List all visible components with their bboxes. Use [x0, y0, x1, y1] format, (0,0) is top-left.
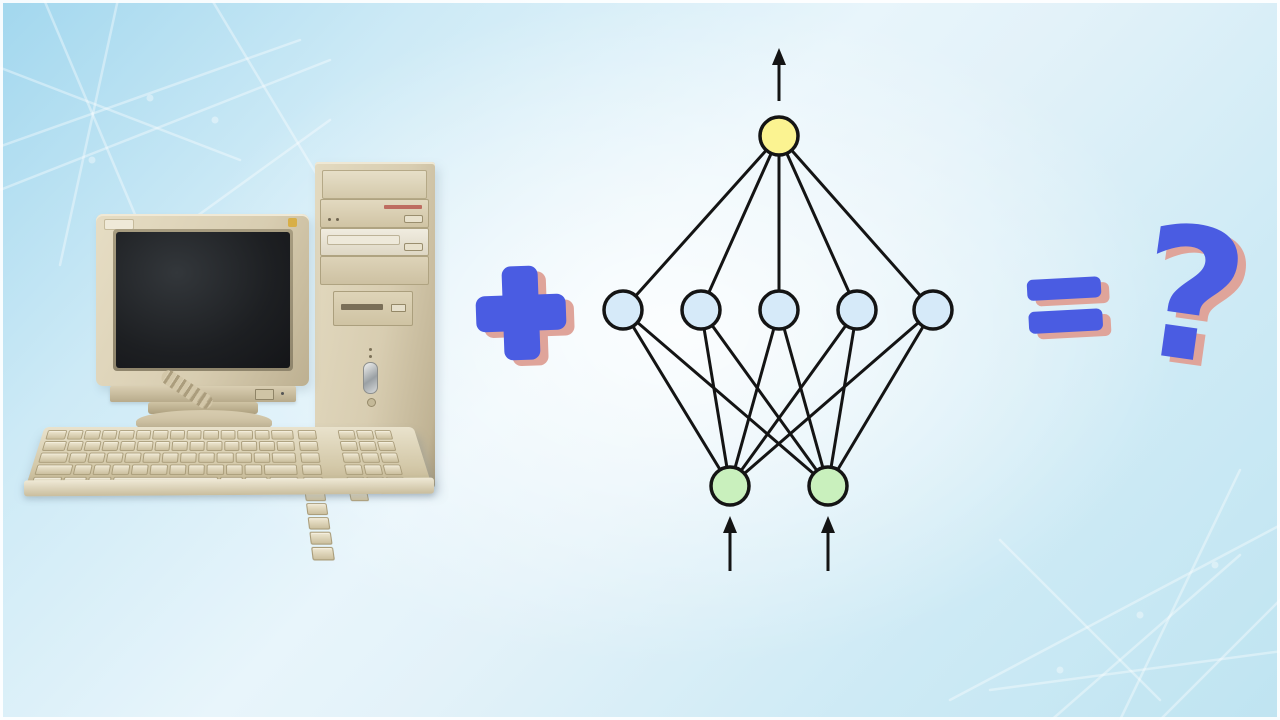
monitor-led [281, 392, 284, 395]
edge-line [699, 309, 830, 487]
pattern-node [146, 94, 154, 102]
output-arrow-head [772, 48, 786, 65]
crt-monitor [96, 214, 309, 434]
cd-eject-button [404, 243, 423, 251]
cd-drive [320, 199, 429, 228]
cd-eject-button [404, 215, 423, 223]
input-arrow-2-head [821, 516, 835, 533]
pattern-line [58, 0, 120, 267]
pattern-line [1158, 598, 1280, 720]
pattern-node [1136, 611, 1144, 619]
edge-line [826, 309, 859, 487]
pattern-line [0, 58, 332, 192]
edge-line [777, 309, 830, 487]
hidden-node [836, 289, 878, 331]
floppy-drive [333, 291, 413, 326]
equals-bar-top [1026, 276, 1102, 302]
pattern-line [1118, 468, 1242, 720]
power-button [363, 362, 378, 394]
reset-button [367, 398, 376, 407]
pattern-node [88, 156, 96, 164]
input-arrow-1-head [723, 516, 737, 533]
drive-label-marking [384, 205, 422, 209]
monitor-logo [288, 218, 297, 227]
input-node [709, 465, 751, 507]
monitor-power-button [255, 389, 274, 400]
hidden-node [758, 289, 800, 331]
pattern-line [988, 650, 1280, 692]
edge-line [621, 134, 781, 312]
hdd-led [369, 355, 372, 358]
tower-vent-panel [322, 170, 427, 199]
blank-drive-bay [320, 256, 429, 285]
edge-line [777, 135, 859, 311]
edge-line [777, 135, 935, 311]
edge-line [621, 309, 732, 487]
vintage-computer-photo [0, 0, 500, 561]
pattern-line [210, 0, 322, 182]
edge-line [728, 309, 859, 487]
edge-line [729, 308, 934, 488]
pattern-node [1211, 561, 1219, 569]
pattern-line [0, 38, 302, 148]
pattern-line [998, 538, 1162, 702]
floppy-slot [341, 304, 383, 310]
hidden-node [912, 289, 954, 331]
hidden-node [602, 289, 644, 331]
pattern-line [948, 523, 1280, 702]
volume-knob [336, 218, 339, 221]
cd-tray-slot [327, 235, 400, 245]
floppy-eject-button [391, 304, 406, 312]
pattern-node [211, 116, 219, 124]
power-led [369, 348, 372, 351]
pattern-node [1056, 666, 1064, 674]
edge-line [699, 309, 732, 487]
screen-frame [113, 229, 293, 371]
edge-line [622, 308, 829, 488]
cd-drive-second [320, 228, 429, 256]
pattern-line [0, 66, 242, 162]
plus-bar-horizontal [475, 293, 567, 333]
monitor-screen [116, 232, 290, 368]
question-mark: ? [1124, 183, 1259, 409]
equals-bar-bottom [1028, 308, 1104, 335]
edge-line [728, 309, 781, 487]
edge-line [826, 309, 935, 487]
hidden-node [680, 289, 722, 331]
equals-sign [1026, 276, 1108, 338]
pattern-line [42, 0, 152, 252]
output-node [758, 115, 800, 157]
headphone-jack [328, 218, 331, 221]
edge-line [699, 135, 781, 311]
plus-sign [474, 264, 575, 367]
input-node [807, 465, 849, 507]
pattern-line [1049, 553, 1242, 720]
